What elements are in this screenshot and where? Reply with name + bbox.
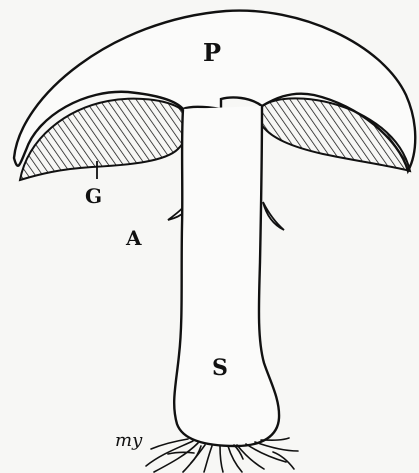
mycelium-label: my [115, 430, 143, 451]
annulus-label: A [125, 226, 142, 250]
stipe [174, 106, 279, 446]
pileus-label: P [203, 38, 221, 67]
gills-label: G [85, 184, 102, 208]
stipe-label: S [212, 355, 228, 381]
